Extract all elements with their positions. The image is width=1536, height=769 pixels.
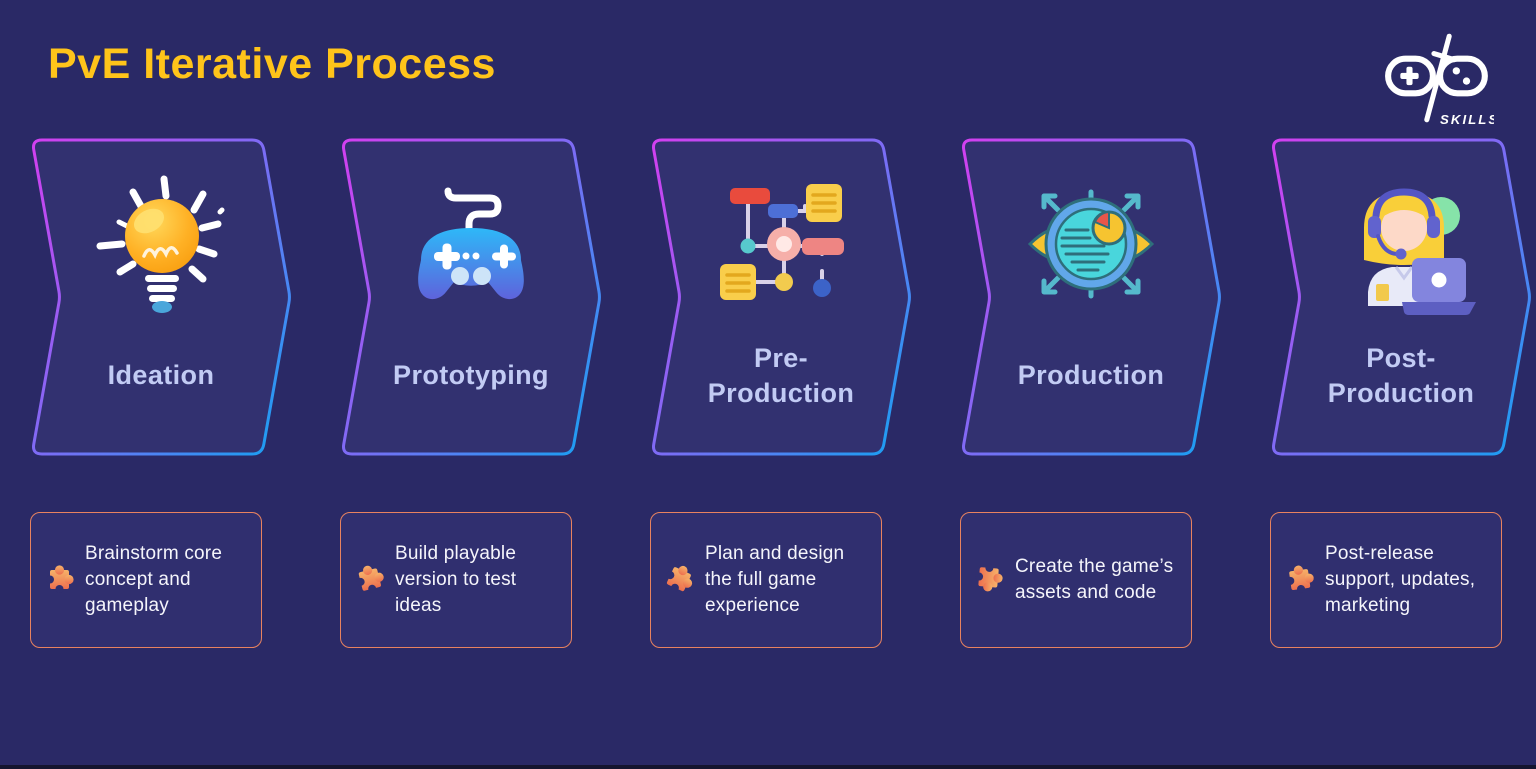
stage-label-pre-production: Pre-Production bbox=[707, 342, 855, 408]
desc-box-post-production: Post-release support, updates, marketing bbox=[1270, 512, 1502, 648]
desc-box-production: Create the game’s assets and code bbox=[960, 512, 1192, 648]
chevron-card-shape bbox=[652, 138, 911, 456]
stage-label-production: Production bbox=[1017, 360, 1165, 390]
eye-analytics-icon bbox=[1027, 189, 1155, 299]
chevron-card-shape bbox=[342, 138, 601, 456]
puzzle-piece-icon bbox=[44, 562, 76, 599]
gd-skills-logo-icon: SKILLS bbox=[1385, 33, 1497, 127]
lightbulb-icon bbox=[96, 175, 225, 313]
logo-subtext: SKILLS bbox=[1440, 112, 1494, 126]
desc-text: Post-release support, updates, marketing bbox=[1325, 543, 1476, 616]
stage-card-ideation: Ideation bbox=[30, 138, 292, 456]
puzzle-piece-icon bbox=[974, 562, 1006, 599]
descriptions-row: Brainstorm core concept and gameplay Bui… bbox=[0, 512, 1536, 648]
stage-card-pre-production: Pre-Production bbox=[650, 138, 912, 456]
stage-label-prototyping: Prototyping bbox=[393, 360, 549, 390]
stage-card-post-production: Post-Production bbox=[1270, 138, 1532, 456]
stage-label-ideation: Ideation bbox=[107, 360, 215, 390]
puzzle-piece-icon bbox=[664, 562, 696, 599]
gd-skills-logo: SKILLS bbox=[1382, 30, 1497, 131]
page-title: PvE Iterative Process bbox=[48, 40, 496, 88]
bottom-edge-bar bbox=[0, 765, 1536, 769]
stage-card-prototyping: Prototyping bbox=[340, 138, 602, 456]
desc-text: Brainstorm core concept and gameplay bbox=[85, 543, 223, 616]
desc-box-prototyping: Build playable version to test ideas bbox=[340, 512, 572, 648]
gamepad-icon bbox=[418, 187, 524, 300]
desc-text: Create the game’s assets and code bbox=[1015, 556, 1174, 603]
support-agent-icon bbox=[1364, 188, 1476, 315]
puzzle-piece-icon bbox=[354, 562, 386, 599]
stage-label-post-production: Post-Production bbox=[1327, 342, 1475, 408]
desc-box-pre-production: Plan and design the full game experience bbox=[650, 512, 882, 648]
header: PvE Iterative Process SKILLS bbox=[0, 0, 1536, 130]
stage-card-production: Production bbox=[960, 138, 1222, 456]
desc-text: Build playable version to test ideas bbox=[395, 543, 517, 616]
desc-box-ideation: Brainstorm core concept and gameplay bbox=[30, 512, 262, 648]
stages-row: Ideation Prototyping bbox=[0, 138, 1536, 456]
flowchart-icon bbox=[720, 184, 844, 300]
desc-text: Plan and design the full game experience bbox=[705, 543, 845, 616]
puzzle-piece-icon bbox=[1284, 562, 1316, 599]
